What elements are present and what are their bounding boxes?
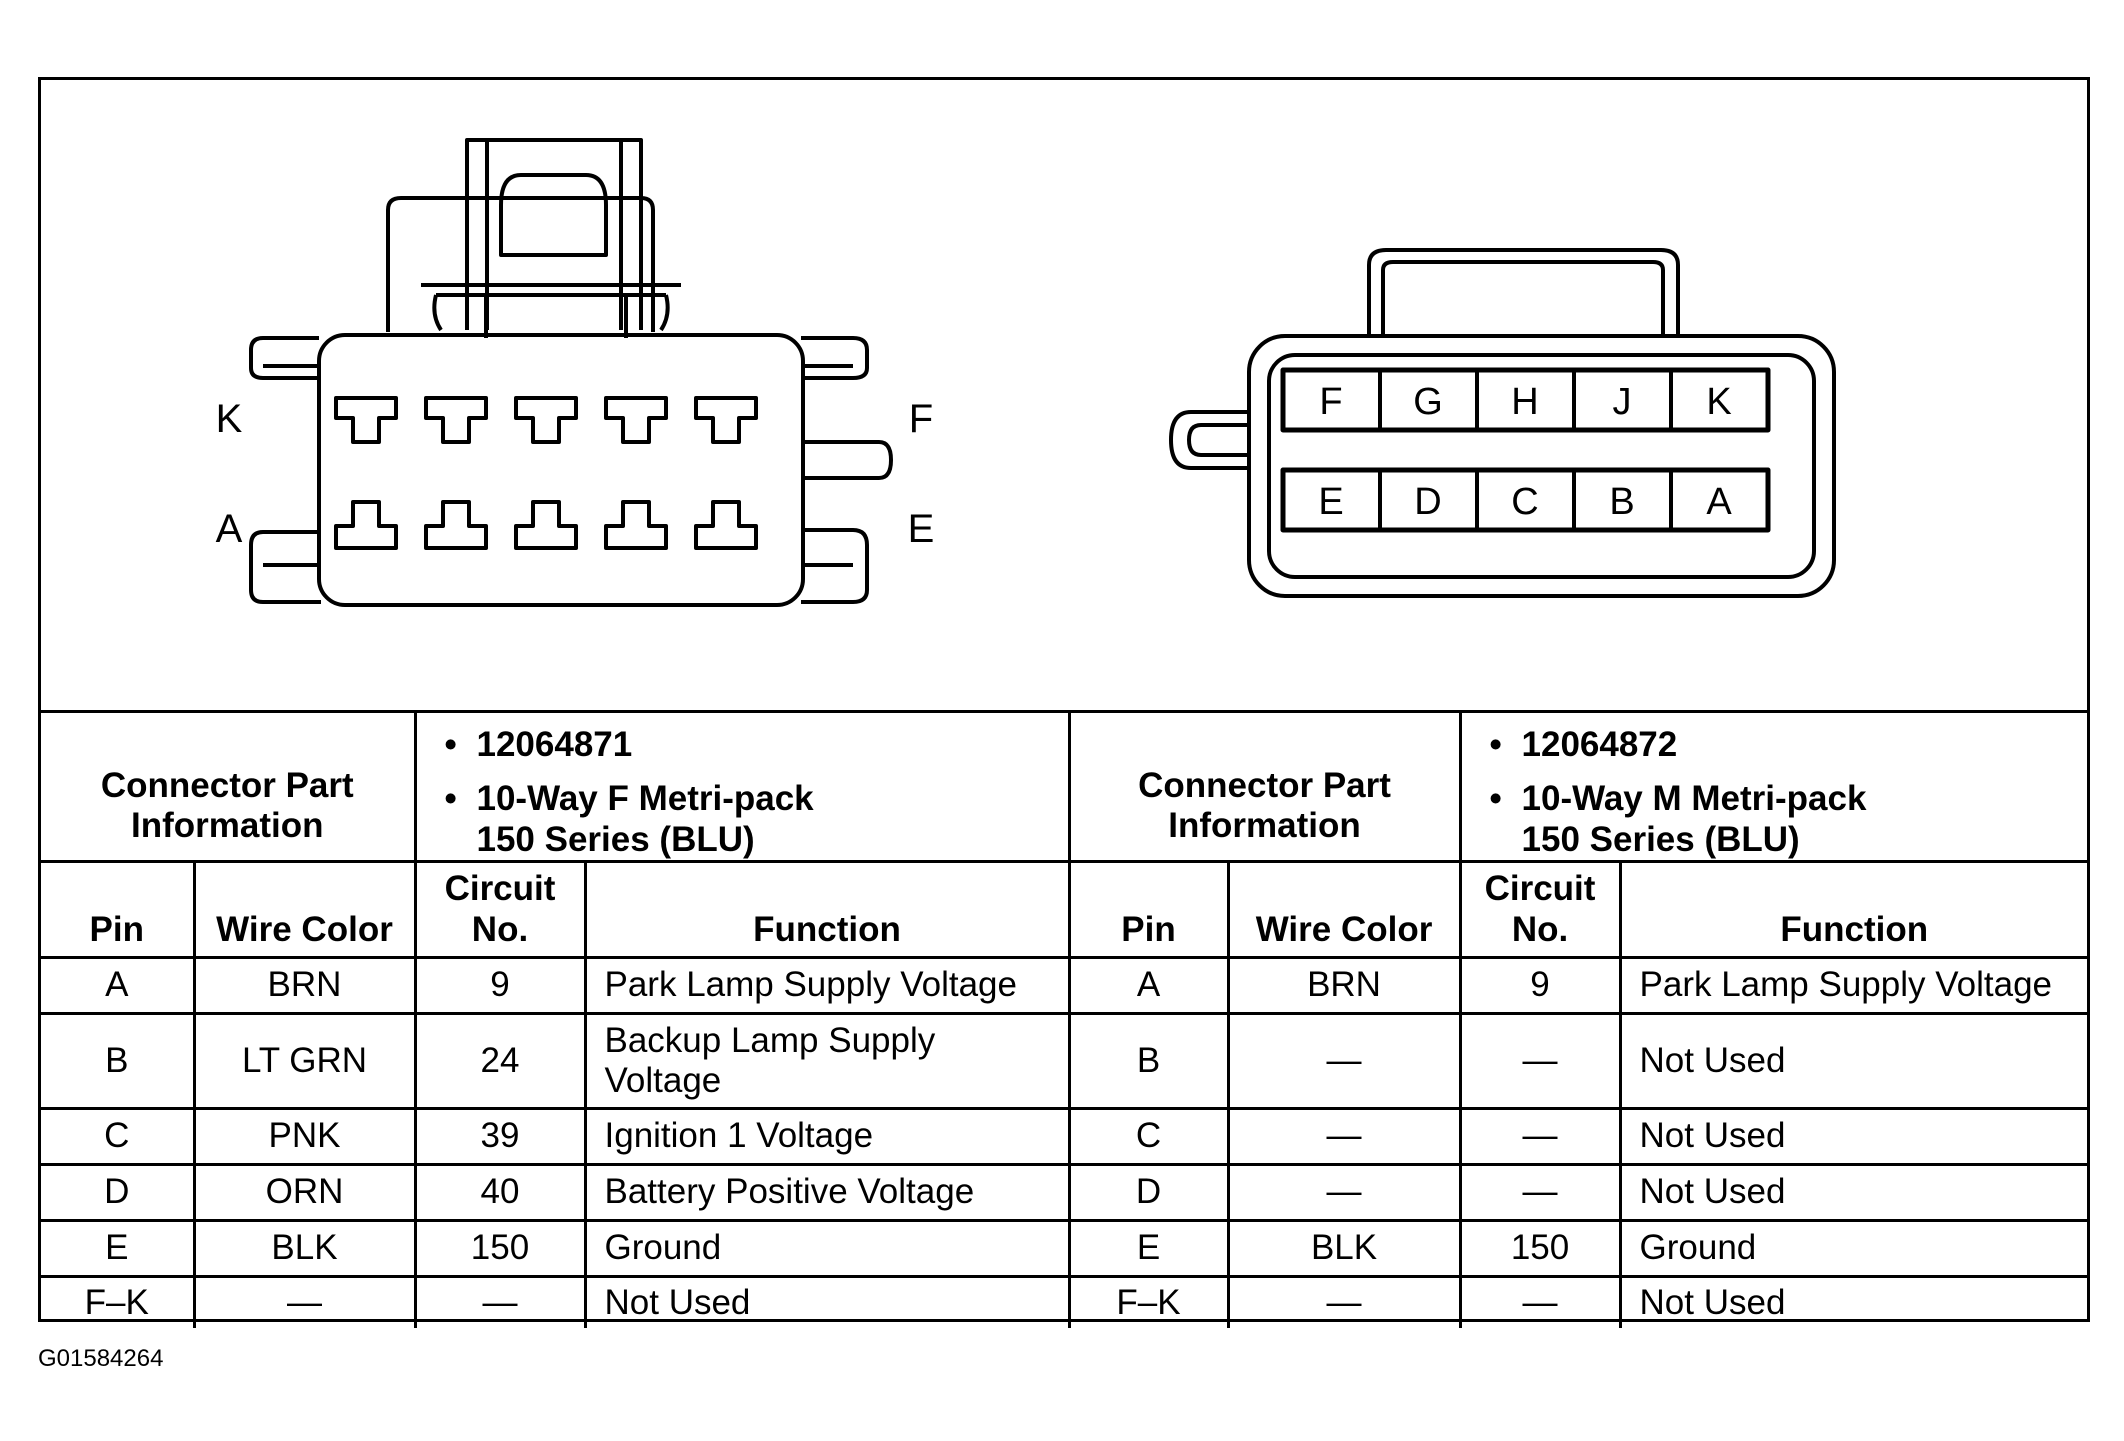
left-wire: BLK: [192, 1218, 417, 1278]
right-part-info: •12064872 •10-Way M Metri-pack 150 Serie…: [1458, 710, 2088, 863]
left-col-wire-color: Wire Color: [192, 859, 417, 959]
left-pin: E: [41, 1218, 196, 1278]
right-function: Ground: [1618, 1218, 2088, 1278]
diagram-frame: K A F E F: [38, 77, 2090, 1329]
right-circuit: —: [1458, 1274, 1622, 1329]
right-info-title: Connector Part Information: [1067, 710, 1462, 863]
male-pin-e: E: [1318, 481, 1343, 523]
left-wire: PNK: [192, 1106, 417, 1166]
female-label-a: A: [216, 507, 243, 551]
right-col-function: Function: [1618, 859, 2088, 959]
left-description-line1: 10-Way F Metri-pack: [476, 779, 814, 819]
right-pin: A: [1067, 955, 1230, 1015]
left-function: Not Used: [583, 1274, 1071, 1329]
table-row: E BLK 150 Ground E BLK 150 Ground: [41, 1218, 2088, 1278]
table-row: A BRN 9 Park Lamp Supply Voltage A BRN 9…: [41, 955, 2088, 1015]
female-label-k: K: [216, 397, 243, 441]
right-function: Not Used: [1618, 1162, 2088, 1222]
left-function: Park Lamp Supply Voltage: [583, 955, 1071, 1015]
left-circuit: 39: [413, 1106, 587, 1166]
male-pin-h: H: [1511, 381, 1538, 423]
left-info-title: Connector Part Information: [41, 710, 417, 863]
left-circuit: 9: [413, 955, 587, 1015]
right-description-line1: 10-Way M Metri-pack: [1521, 779, 1867, 819]
right-col-pin: Pin: [1067, 859, 1230, 959]
right-description-line2: 150 Series (BLU): [1521, 819, 1800, 859]
right-function: Not Used: [1618, 1106, 2088, 1166]
male-connector: F G H J K E D C B A: [1169, 248, 1836, 598]
right-wire: BLK: [1226, 1218, 1462, 1278]
left-col-function: Function: [583, 859, 1071, 959]
left-circuit: 40: [413, 1162, 587, 1222]
left-wire: BRN: [192, 955, 417, 1015]
left-wire: ORN: [192, 1162, 417, 1222]
right-pin: B: [1067, 1011, 1230, 1110]
right-col-wire-color: Wire Color: [1226, 859, 1462, 959]
part-info-row: Connector Part Information •12064871 •10…: [41, 710, 2088, 863]
table-row: F–K — — Not Used F–K — — Not Used: [41, 1274, 2088, 1329]
right-function: Park Lamp Supply Voltage: [1618, 955, 2088, 1015]
male-pin-f: F: [1319, 381, 1342, 423]
table-row: D ORN 40 Battery Positive Voltage D — — …: [41, 1162, 2088, 1222]
figure-id: G01584264: [38, 1345, 164, 1372]
right-circuit: 9: [1458, 955, 1622, 1015]
left-pin: F–K: [41, 1274, 196, 1329]
male-pin-k: K: [1706, 381, 1731, 423]
left-circuit: 150: [413, 1218, 587, 1278]
right-wire: —: [1226, 1011, 1462, 1110]
right-wire: —: [1226, 1106, 1462, 1166]
male-pin-b: B: [1609, 481, 1634, 523]
right-circuit: —: [1458, 1162, 1622, 1222]
table-row: C PNK 39 Ignition 1 Voltage C — — Not Us…: [41, 1106, 2088, 1166]
right-function: Not Used: [1618, 1011, 2088, 1110]
left-function: Ignition 1 Voltage: [583, 1106, 1071, 1166]
male-pin-a: A: [1706, 481, 1732, 523]
left-description-line2: 150 Series (BLU): [476, 819, 755, 859]
left-col-pin: Pin: [41, 859, 196, 959]
left-part-number: 12064871: [476, 725, 633, 764]
right-col-circuit: Circuit No.: [1458, 859, 1622, 959]
right-function: Not Used: [1618, 1274, 2088, 1329]
right-pin: D: [1067, 1162, 1230, 1222]
left-pin: D: [41, 1162, 196, 1222]
female-label-f: F: [909, 397, 933, 441]
right-wire: —: [1226, 1274, 1462, 1329]
left-pin: C: [41, 1106, 196, 1166]
left-circuit: 24: [413, 1011, 587, 1110]
right-circuit: —: [1458, 1106, 1622, 1166]
left-pin: B: [41, 1011, 196, 1110]
column-header-row: Pin Wire Color Circuit No. Function Pin …: [41, 859, 2088, 959]
left-pin: A: [41, 955, 196, 1015]
connector-diagram-area: K A F E F: [41, 80, 2087, 710]
right-pin: C: [1067, 1106, 1230, 1166]
female-connector: K A F E: [216, 138, 935, 607]
left-function: Battery Positive Voltage: [583, 1162, 1071, 1222]
female-label-e: E: [908, 507, 935, 551]
table-row: B LT GRN 24 Backup Lamp Supply Voltage B…: [41, 1011, 2088, 1110]
right-part-number: 12064872: [1521, 725, 1678, 764]
male-pin-d: D: [1414, 481, 1441, 523]
right-pin: E: [1067, 1218, 1230, 1278]
male-pin-c: C: [1511, 481, 1538, 523]
connector-drawings: K A F E F: [216, 138, 1836, 607]
right-wire: BRN: [1226, 955, 1462, 1015]
left-wire: —: [192, 1274, 417, 1329]
right-circuit: 150: [1458, 1218, 1622, 1278]
left-col-circuit: Circuit No.: [413, 859, 587, 959]
left-wire: LT GRN: [192, 1011, 417, 1110]
left-circuit: —: [413, 1274, 587, 1329]
right-pin: F–K: [1067, 1274, 1230, 1329]
male-pin-g: G: [1413, 381, 1443, 423]
left-part-info: •12064871 •10-Way F Metri-pack 150 Serie…: [413, 710, 1071, 863]
male-pin-j: J: [1613, 381, 1632, 423]
left-function: Backup Lamp Supply Voltage: [583, 1011, 1071, 1110]
right-circuit: —: [1458, 1011, 1622, 1110]
right-wire: —: [1226, 1162, 1462, 1222]
connector-pinout-table: Connector Part Information •12064871 •10…: [41, 710, 2088, 1329]
left-function: Ground: [583, 1218, 1071, 1278]
